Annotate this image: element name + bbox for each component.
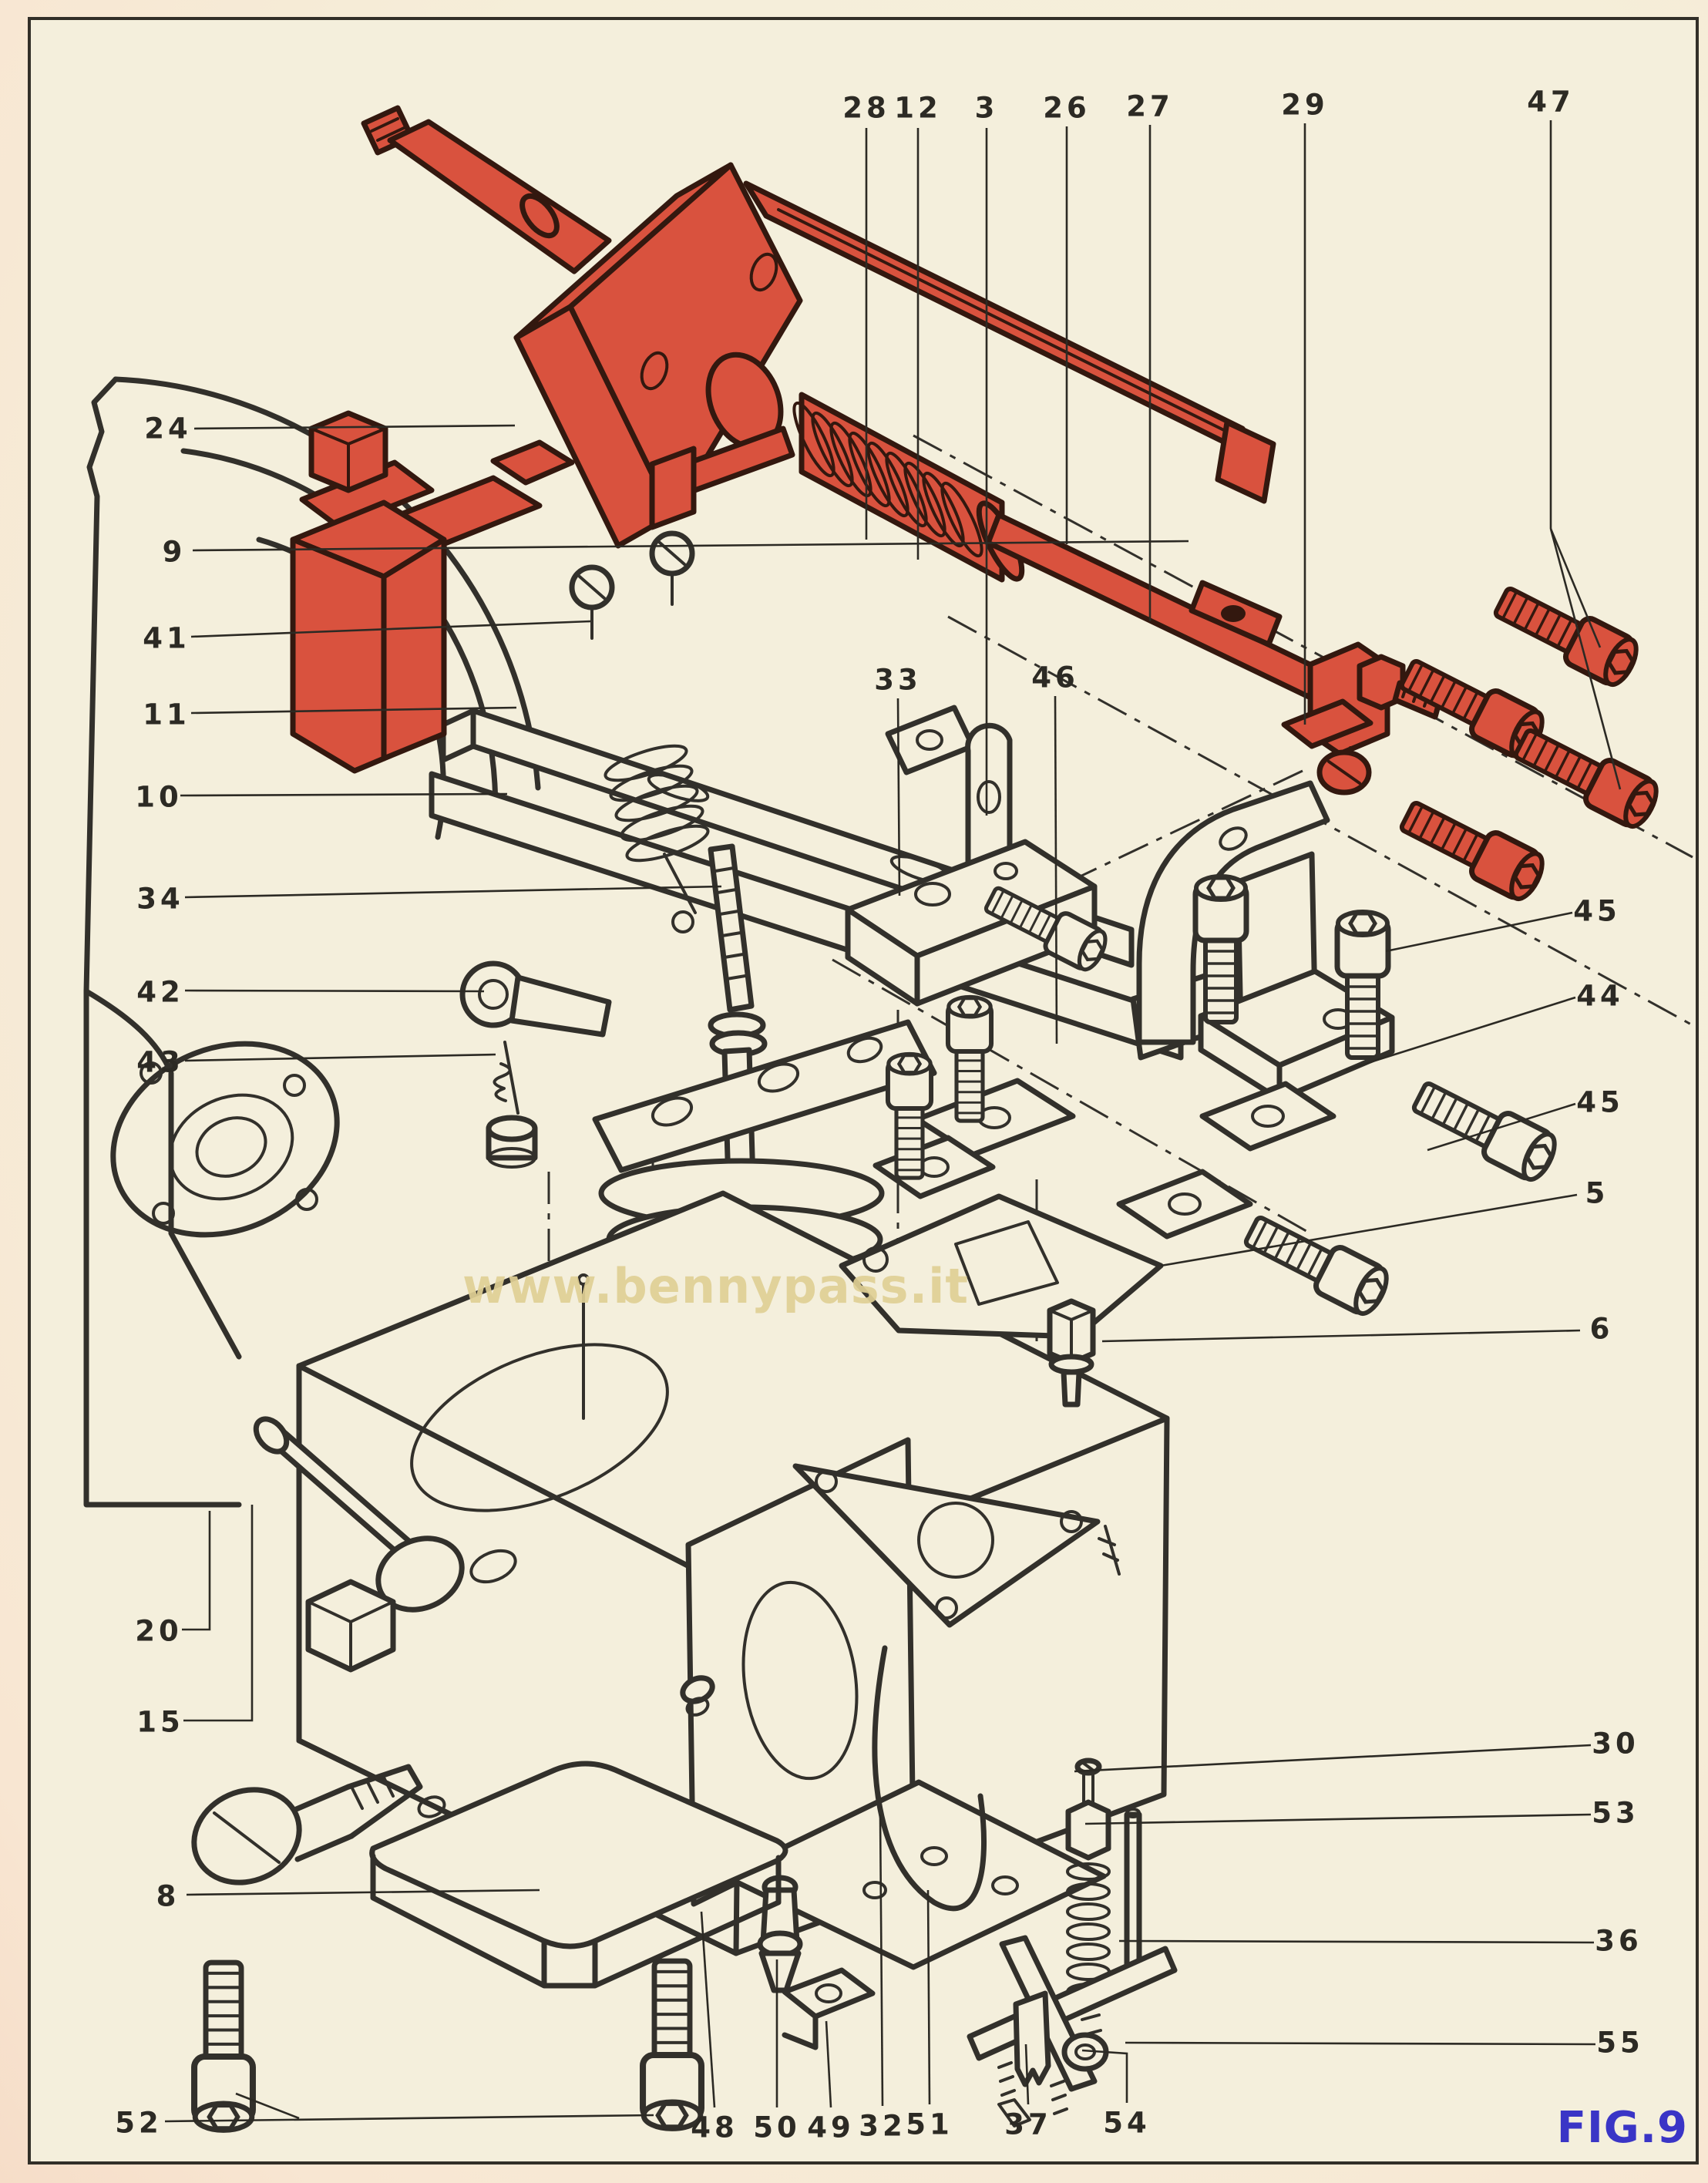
part-label-15: 15: [136, 1705, 184, 1739]
part-label-43: 43: [136, 1045, 184, 1079]
figure-caption: FIG.9: [1556, 2103, 1688, 2153]
part-label-32: 32: [859, 2109, 906, 2143]
part-label-45: 45: [1573, 894, 1621, 928]
part-label-20: 20: [135, 1614, 183, 1648]
part-label-29: 29: [1281, 88, 1329, 122]
watermark-text: www.bennypass.it: [462, 1258, 970, 1314]
part-label-50: 50: [753, 2111, 801, 2144]
part-label-41: 41: [143, 621, 190, 655]
part-label-3: 3: [974, 91, 999, 125]
part-label-54: 54: [1103, 2106, 1151, 2140]
part-label-10: 10: [135, 780, 183, 814]
part-label-24: 24: [144, 412, 192, 446]
part-label-26: 26: [1043, 91, 1091, 125]
part-label-55: 55: [1596, 2026, 1644, 2060]
part-label-47: 47: [1527, 85, 1575, 119]
part-label-8: 8: [156, 1879, 180, 1913]
part-label-33: 33: [874, 663, 922, 697]
part-label-52: 52: [115, 2106, 163, 2140]
part-label-28: 28: [842, 91, 890, 125]
part-label-27: 27: [1126, 89, 1174, 123]
part-label-9: 9: [162, 535, 187, 569]
part-label-46: 46: [1031, 661, 1079, 695]
part-label-34: 34: [136, 882, 184, 916]
part-label-51: 51: [906, 2107, 953, 2141]
part-label-45: 45: [1576, 1085, 1624, 1119]
part-label-6: 6: [1589, 1312, 1614, 1346]
part-label-44: 44: [1576, 979, 1624, 1013]
part-label-42: 42: [136, 975, 184, 1009]
part-label-11: 11: [143, 698, 190, 732]
part-label-49: 49: [807, 2111, 855, 2144]
part-label-53: 53: [1592, 1796, 1639, 1830]
part-label-5: 5: [1585, 1176, 1609, 1210]
part-label-30: 30: [1592, 1727, 1639, 1761]
part-label-37: 37: [1004, 2107, 1052, 2141]
part-label-36: 36: [1595, 1924, 1642, 1958]
border-frame: [28, 17, 1699, 2164]
part-label-12: 12: [894, 91, 942, 125]
part-label-48: 48: [691, 2111, 738, 2144]
